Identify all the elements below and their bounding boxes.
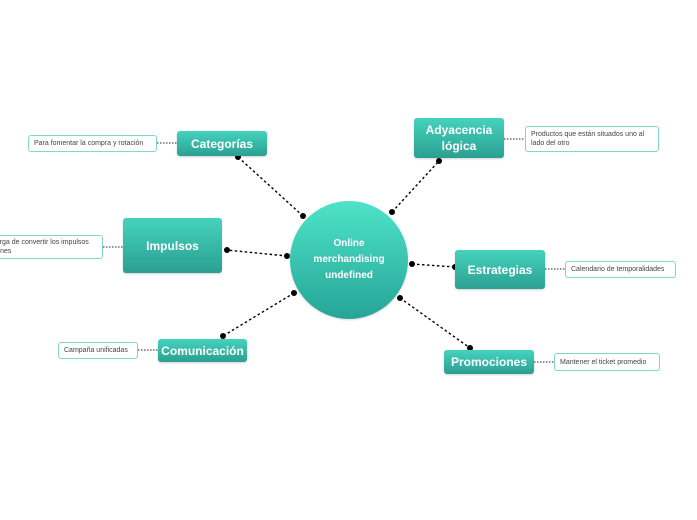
node-categorias[interactable]: Categorías <box>177 131 267 156</box>
connector-dot <box>224 247 230 253</box>
note-adyacencia[interactable]: Productos que están situados uno al lado… <box>525 126 659 152</box>
connector-comunicacion <box>222 292 295 337</box>
connector-impulsos <box>226 249 288 257</box>
node-adyacencia-label-2: lógica <box>441 139 477 153</box>
note-promociones-text: Mantener el ticket promedio <box>560 358 647 366</box>
connector-dot <box>397 295 403 301</box>
node-categorias-label: Categorías <box>190 136 254 151</box>
note-impulsos[interactable]: Se encarga de convertir los impulsos en … <box>0 235 103 259</box>
note-impulsos-text-1: Se encarga de convertir los impulsos <box>0 239 89 246</box>
connector-promociones <box>399 297 471 349</box>
node-comunicacion[interactable]: Comunicación <box>158 339 247 362</box>
note-estrategias[interactable]: Calendario de temporalidades <box>565 261 676 278</box>
connector-dot <box>409 261 415 267</box>
node-impulsos-label: Impulsos <box>146 238 199 253</box>
note-impulsos-text-2: en acciones <box>0 248 12 255</box>
note-estrategias-text: Calendario de temporalidades <box>571 266 665 273</box>
note-categorias[interactable]: Para fomentar la compra y rotación <box>28 135 157 152</box>
central-topic-line-1: Online <box>333 238 365 249</box>
node-promociones-label: Promociones <box>450 355 528 369</box>
note-comunicacion[interactable]: Campaña unificadas <box>58 342 138 359</box>
node-estrategias[interactable]: Estrategias <box>455 250 545 289</box>
node-estrategias-label: Estrategias <box>467 262 533 277</box>
central-topic-line-3: undefined <box>325 270 373 281</box>
central-topic-line-2: merchandising <box>313 254 385 265</box>
node-comunicacion-label: Comunicación <box>161 343 244 358</box>
connector-categorias <box>237 156 304 217</box>
note-comunicacion-text: Campaña unificadas <box>64 347 128 354</box>
connector-dot <box>467 345 473 351</box>
note-adyacencia-text-2: lado del otro <box>531 140 570 147</box>
connector-estrategias <box>411 263 456 268</box>
note-adyacencia-text-1: Productos que están situados uno al <box>531 131 645 138</box>
connector-dot <box>284 253 290 259</box>
connector-dot <box>291 290 297 296</box>
node-adyacencia-logica[interactable]: Adyacencia lógica <box>414 118 504 158</box>
connector-dot <box>436 158 442 164</box>
connector-dot <box>300 213 306 219</box>
note-promociones[interactable]: Mantener el ticket promedio <box>554 353 660 371</box>
node-adyacencia-label-1: Adyacencia <box>425 123 493 137</box>
connector-dot <box>220 333 226 339</box>
central-topic[interactable]: Online merchandising undefined <box>290 201 408 319</box>
note-categorias-text: Para fomentar la compra y rotación <box>34 140 144 147</box>
node-promociones[interactable]: Promociones <box>444 350 534 374</box>
connector-adyacencia <box>391 160 440 213</box>
node-impulsos[interactable]: Impulsos <box>123 218 222 273</box>
connector-dot <box>389 209 395 215</box>
